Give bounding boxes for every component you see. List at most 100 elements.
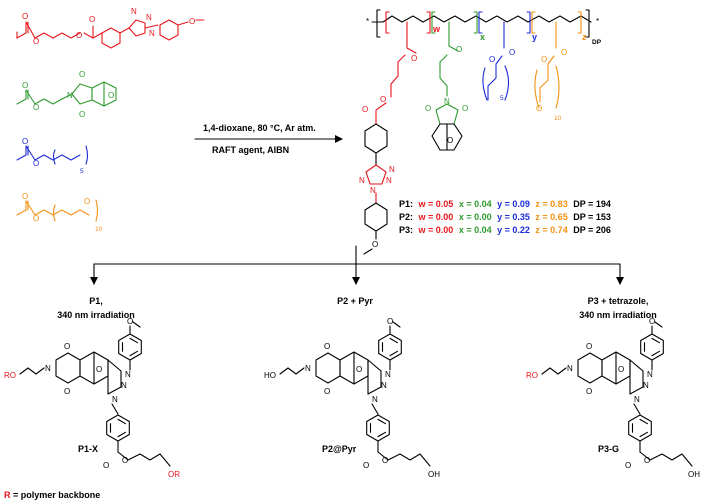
svg-text:O: O <box>362 105 368 114</box>
label-w: w <box>432 24 441 34</box>
svg-text:N: N <box>67 91 73 100</box>
svg-text:O: O <box>64 387 70 396</box>
svg-text:O: O <box>411 54 417 63</box>
svg-text:N: N <box>112 395 118 404</box>
r-group-p2: HO <box>264 371 276 380</box>
svg-text:P1,: P1, <box>89 296 103 306</box>
reaction-conditions-2: RAFT agent, AIBN <box>212 145 289 155</box>
composition-row-p1: P1: w = 0.05 x = 0.04 y = 0.09 z = 0.83 … <box>399 199 611 209</box>
polymer-peg-repeat: 10 <box>554 115 562 122</box>
svg-text:O: O <box>489 55 495 64</box>
branch-label-3: P3 + tetrazole, 340 nm irradiation <box>579 296 657 320</box>
product-p3g: O N N N O O O N RO O O OH P3-G <box>526 317 700 479</box>
svg-text:O: O <box>380 95 386 104</box>
svg-text:O: O <box>76 31 82 40</box>
reaction-arrow: 1,4-dioxane, 80 °C, Ar atm. RAFT agent, … <box>194 123 343 155</box>
svg-text:O: O <box>649 317 655 326</box>
product-p2pyr: O N N N O O O N HO O O OH P2@Pyr <box>264 317 440 479</box>
svg-text:*: * <box>596 17 599 26</box>
polymer-structure: * * w x y z DP O O O N N N N O <box>359 9 602 255</box>
svg-text:N: N <box>146 13 152 22</box>
svg-text:O: O <box>586 387 592 396</box>
r-group-p3: RO <box>526 371 538 380</box>
svg-text:N: N <box>149 29 155 38</box>
svg-text:O: O <box>644 456 650 465</box>
peg-repeat-count: 10 <box>95 226 103 233</box>
label-z: z <box>582 32 587 42</box>
svg-text:O: O <box>33 103 39 112</box>
svg-text:O: O <box>22 192 28 201</box>
product-name-p3: P3-G <box>598 444 619 454</box>
svg-text:N: N <box>386 176 392 185</box>
svg-text:O: O <box>64 342 70 351</box>
svg-text:O: O <box>22 12 28 21</box>
label-y: y <box>532 32 537 42</box>
end-group-p1: OR <box>168 470 180 479</box>
svg-text:O: O <box>189 17 195 26</box>
svg-text:O: O <box>586 342 592 351</box>
svg-text:O: O <box>618 365 624 374</box>
svg-text:O: O <box>509 48 515 57</box>
svg-text:O: O <box>363 461 369 470</box>
svg-text:O: O <box>103 461 109 470</box>
svg-text:N: N <box>444 97 450 106</box>
svg-text:O: O <box>33 159 39 168</box>
svg-text:O: O <box>456 45 462 54</box>
svg-text:N: N <box>125 370 131 379</box>
alkyl-repeat-count: 5 <box>80 168 84 175</box>
product-p1x: O N N N O O O N RO O O OR P1-X <box>4 317 180 479</box>
svg-text:O: O <box>33 214 39 223</box>
label-x: x <box>480 32 485 42</box>
svg-text:O: O <box>324 387 330 396</box>
composition-row-p3: P3: w = 0.00 x = 0.04 y = 0.22 z = 0.74 … <box>399 225 611 235</box>
monomer-imide: O O N O O O <box>16 70 117 119</box>
svg-text:O: O <box>625 461 631 470</box>
svg-text:O: O <box>462 104 468 113</box>
svg-text:N: N <box>567 364 573 373</box>
product-name-p1: P1-X <box>78 444 98 454</box>
svg-text:O: O <box>127 317 133 326</box>
svg-text:O: O <box>96 365 102 374</box>
svg-text:N: N <box>131 7 137 16</box>
monomer-peg: O O O 10 <box>16 192 103 233</box>
svg-text:N: N <box>45 364 51 373</box>
branch-arrows <box>90 245 624 285</box>
svg-text:N: N <box>305 364 311 373</box>
svg-text:O: O <box>372 240 378 249</box>
svg-text:O: O <box>33 37 39 46</box>
svg-text:N: N <box>647 370 653 379</box>
end-group-p2: OH <box>428 470 440 479</box>
branch-label-1: P1, 340 nm irradiation <box>57 296 135 320</box>
svg-text:O: O <box>425 104 431 113</box>
composition-table: P1: w = 0.05 x = 0.04 y = 0.09 z = 0.83 … <box>399 199 611 235</box>
svg-text:N: N <box>372 395 378 404</box>
svg-text:P2 + Pyr: P2 + Pyr <box>337 296 373 306</box>
svg-text:O: O <box>356 365 362 374</box>
label-dp: DP <box>592 39 602 46</box>
monomer-tetrazole: O O O O N N N O <box>16 7 205 49</box>
svg-text:N: N <box>121 381 127 390</box>
svg-text:O: O <box>541 55 547 64</box>
svg-text:N: N <box>385 370 391 379</box>
svg-text:N: N <box>370 186 376 195</box>
svg-text:340 nm irradiation: 340 nm irradiation <box>579 310 657 320</box>
svg-text:N: N <box>359 176 365 185</box>
svg-text:O: O <box>22 137 28 146</box>
svg-text:O: O <box>447 136 453 145</box>
svg-text:O: O <box>89 15 95 24</box>
polymer-alkyl-repeat: 5 <box>500 95 504 102</box>
svg-text:O: O <box>561 48 567 57</box>
monomer-alkyl: O O 5 <box>16 137 89 175</box>
svg-text:340 nm irradiation: 340 nm irradiation <box>57 310 135 320</box>
svg-text:O: O <box>84 197 90 206</box>
svg-text:N: N <box>634 395 640 404</box>
r-group-footnote: R = polymer backbone <box>4 490 100 500</box>
svg-text:O: O <box>387 317 393 326</box>
reaction-conditions-1: 1,4-dioxane, 80 °C, Ar atm. <box>203 123 316 133</box>
svg-text:O: O <box>22 81 28 90</box>
svg-text:P3 + tetrazole,: P3 + tetrazole, <box>588 296 649 306</box>
svg-text:N: N <box>643 381 649 390</box>
product-name-p2: P2@Pyr <box>322 444 357 454</box>
svg-text:O: O <box>108 91 114 100</box>
svg-text:O: O <box>79 110 85 119</box>
